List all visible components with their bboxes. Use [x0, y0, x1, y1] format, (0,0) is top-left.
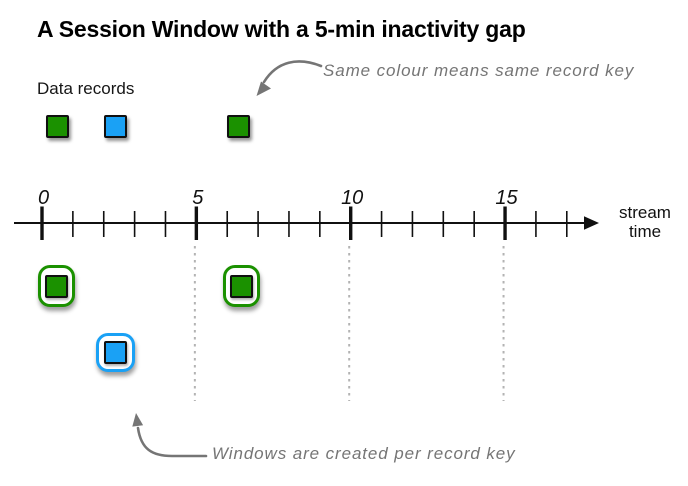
axis-title-line1: stream — [619, 203, 671, 222]
annotation-arrowhead-top-icon — [256, 81, 271, 96]
windowed-record-blue — [103, 341, 127, 364]
axis-tick-label: 10 — [341, 187, 363, 209]
gap-dotted-lines — [193, 246, 505, 401]
data-record-green — [46, 115, 70, 138]
axis-title-line2: time — [628, 222, 662, 241]
data-record-blue — [104, 115, 128, 138]
annotation-arrowhead-bottom-icon — [132, 413, 144, 427]
diagram-title: A Session Window with a 5-min inactivity… — [37, 16, 526, 42]
annotation-arrow-top — [262, 60, 323, 84]
session-window-blue — [95, 333, 135, 372]
axis-ticks — [40, 206, 568, 240]
windowed-record-green — [45, 274, 68, 298]
windowed-record-green — [229, 274, 253, 298]
axis-arrowhead-icon — [584, 216, 599, 230]
data-record-green — [226, 115, 250, 138]
annotation-windows-per-key: Windows are created per record key — [212, 444, 516, 463]
session-window-green — [222, 265, 260, 307]
axis-tick-labels: 0 5 10 15 — [38, 187, 519, 209]
axis-tick-label: 5 — [192, 187, 204, 209]
axis-tick-label: 15 — [495, 187, 518, 209]
axis-tick-label: 0 — [38, 187, 49, 209]
session-window-green — [38, 265, 75, 307]
data-records-label: Data records — [37, 79, 135, 98]
axis-title: stream time — [602, 203, 688, 241]
annotation-arrow-bottom — [136, 426, 208, 458]
annotation-same-colour: Same colour means same record key — [323, 61, 635, 80]
